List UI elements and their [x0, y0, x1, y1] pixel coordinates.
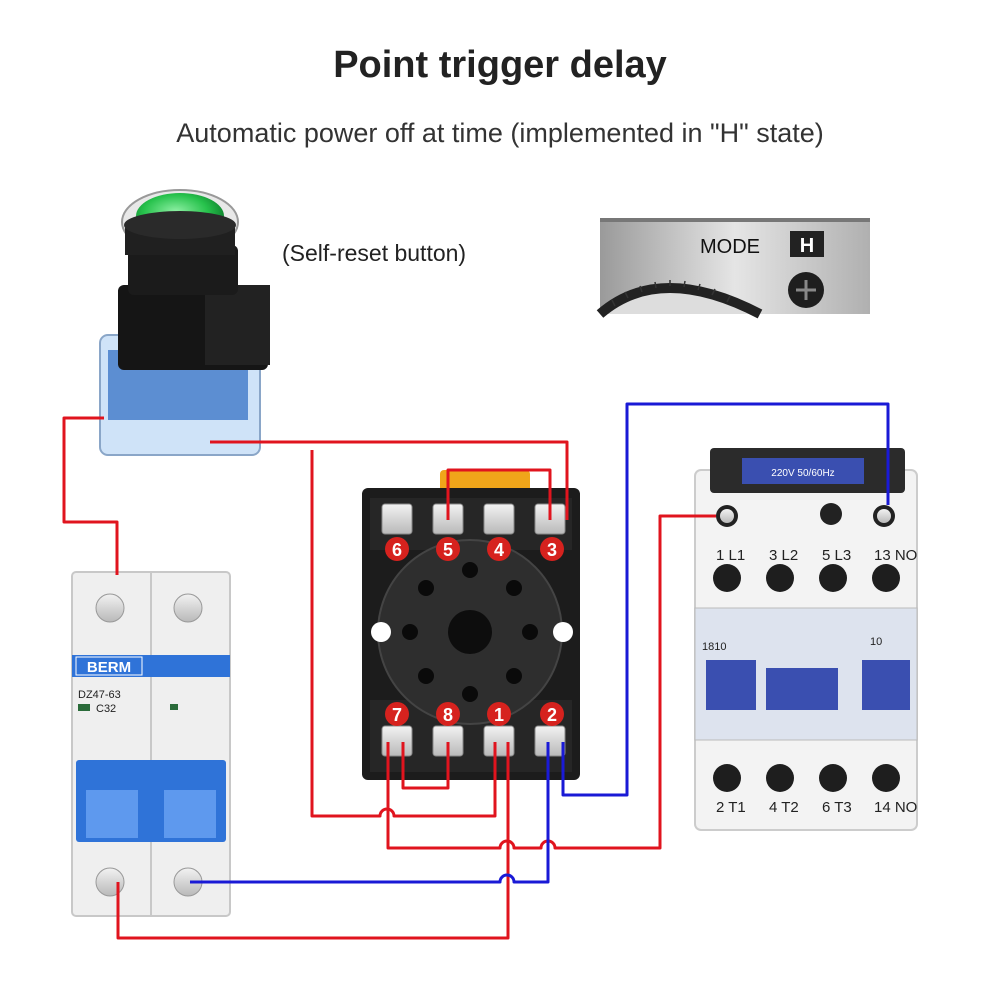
breaker-model: DZ47-63: [78, 689, 121, 701]
wire-breaker-out-to-terminal-1: [116, 742, 510, 940]
wire-terminal-7-to-contactor-a1: [386, 514, 716, 850]
wire-button-to-terminal-3: [210, 440, 569, 520]
terminal-label-6: 6: [392, 540, 402, 560]
contactor-terminal-5: 5 L3: [822, 547, 851, 564]
page-subtitle: Automatic power off at time (implemented…: [176, 118, 824, 148]
contactor-terminal-3: 3 L2: [769, 547, 798, 564]
breaker-brand: BERM: [87, 659, 131, 676]
self-reset-button: [99, 189, 270, 456]
button-note: (Self-reset button): [282, 240, 467, 266]
terminal-label-4: 4: [494, 540, 504, 560]
contactor-terminal-1: 1 L1: [716, 547, 745, 564]
breaker-rating: C32: [96, 703, 116, 715]
mode-value: H: [800, 235, 814, 257]
mode-panel: MODE H: [596, 218, 870, 319]
terminal-label-8: 8: [443, 705, 453, 725]
wire-terminal-5-to-3: [446, 468, 552, 520]
contactor-terminal-14: 14 NO: [874, 799, 917, 816]
wire-breaker-neutral-to-terminal-2: [190, 742, 550, 884]
terminal-label-7: 7: [392, 705, 402, 725]
contactor-terminal-13: 13 NO: [874, 547, 917, 564]
terminal-label-3: 3: [547, 540, 557, 560]
mode-label: MODE: [700, 236, 760, 258]
wire-button-to-breaker: [62, 416, 119, 575]
relay-socket: 6 5 4 3 7 8 1 2: [362, 470, 580, 780]
wire-terminal-2-to-contactor-13: [561, 402, 890, 797]
contactor-coil-rating: 220V 50/60Hz: [771, 468, 834, 479]
contactor-terminal-2: 2 T1: [716, 799, 746, 816]
contactor: 220V 50/60Hz 1 L1 3 L2 5 L3 13 NO 1810 1…: [694, 448, 918, 831]
wire-terminal-7-to-8: [401, 742, 450, 790]
circuit-breaker: BERM DZ47-63 C32: [71, 571, 231, 917]
contactor-aux: 10: [870, 636, 882, 648]
terminal-label-1: 1: [494, 705, 504, 725]
terminal-label-5: 5: [443, 540, 453, 560]
contactor-terminal-4: 4 T2: [769, 799, 799, 816]
terminal-label-2: 2: [547, 705, 557, 725]
contactor-terminal-6: 6 T3: [822, 799, 852, 816]
contactor-model: 1810: [702, 641, 726, 653]
page-title: Point trigger delay: [333, 44, 667, 86]
